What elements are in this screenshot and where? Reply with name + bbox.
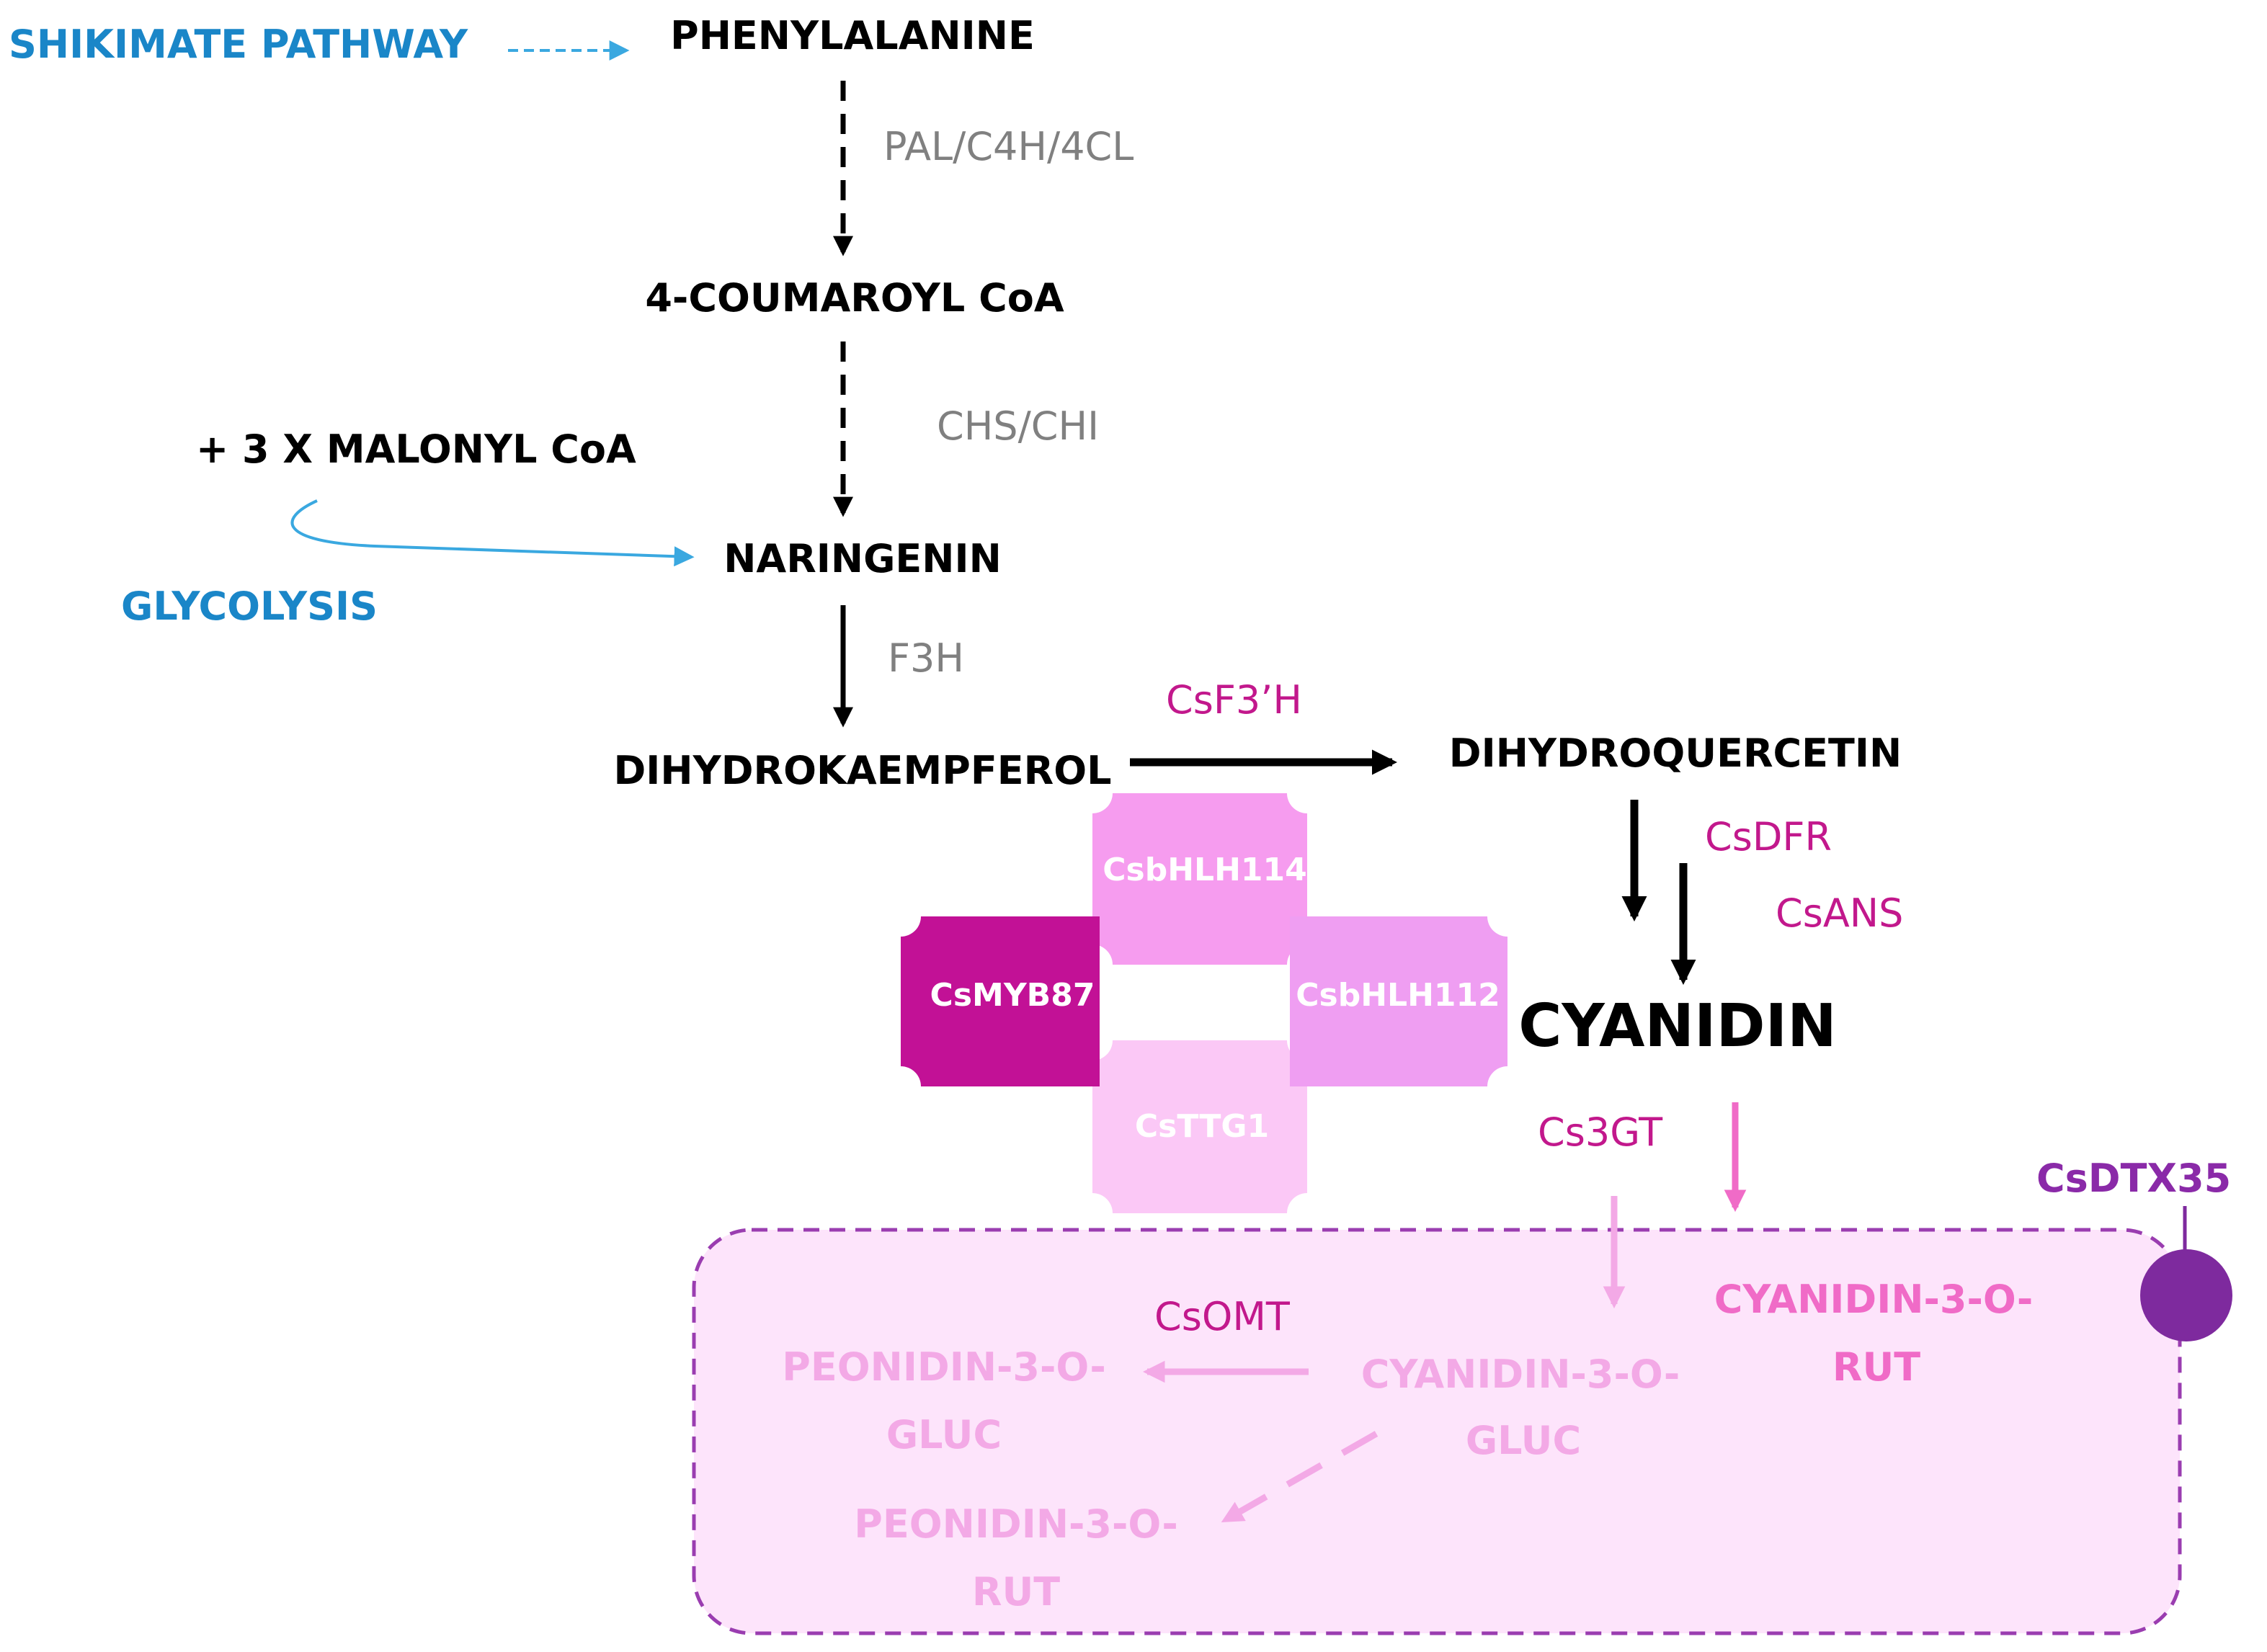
metabolite-cyanidin: CYANIDIN [1518, 992, 1837, 1061]
cyanidin-rut-line-2: RUT [1832, 1344, 1920, 1390]
tf-ttg1-label: CsTTG1 [1135, 1108, 1269, 1145]
tf-bhlh112-block [1290, 916, 1507, 1086]
source-glycolysis: GLYCOLYSIS [121, 584, 378, 629]
peonidin-gluc-line-1: PEONIDIN-3-O- [782, 1344, 1105, 1390]
cyanidin-gluc-line-1: CYANIDIN-3-O- [1361, 1352, 1680, 1397]
enzyme-cs3gt: Cs3GT [1538, 1109, 1663, 1155]
enzyme-f3h: F3H [888, 635, 964, 681]
tf-bhlh112-label: CsbHLH112 [1296, 977, 1500, 1014]
peonidin-gluc-line-2: GLUC [886, 1412, 1002, 1457]
vacuole-compartment [692, 1228, 2182, 1635]
enzyme-csf3h: CsF3’H [1166, 677, 1302, 723]
peonidin-rut-line-1: PEONIDIN-3-O- [854, 1501, 1177, 1547]
enzyme-chs-chi: CHS/CHI [937, 403, 1099, 449]
cyanidin-gluc-line-2: GLUC [1466, 1418, 1581, 1463]
transporter-csdtx35-icon [2140, 1249, 2232, 1341]
transporter-csdtx35-label: CsDTX35 [2036, 1156, 2231, 1201]
peonidin-rut-line-2: RUT [972, 1569, 1060, 1615]
metabolite-dihydroquercetin: DIHYDROQUERCETIN [1449, 731, 1902, 776]
tf-ttg1-block [1092, 1040, 1307, 1213]
metabolite-cyanidin-3-o-gluc: CYANIDIN-3-O- GLUC [1361, 1352, 1680, 1463]
cyanidin-rut-line-1: CYANIDIN-3-O- [1714, 1277, 2033, 1322]
tf-myb87-block [901, 916, 1100, 1086]
metabolite-naringenin: NARINGENIN [723, 536, 1002, 581]
enzyme-csdfr: CsDFR [1705, 814, 1832, 860]
tf-myb87-label: CsMYB87 [930, 977, 1095, 1014]
tf-bhlh114-block [1092, 793, 1307, 965]
enzyme-pal-c4h-4cl: PAL/C4H/4CL [883, 124, 1134, 169]
metabolite-peonidin-3-o-rut: PEONIDIN-3-O- RUT [854, 1501, 1177, 1615]
metabolite-dihydrokaempferol: DIHYDROKAEMPFEROL [613, 748, 1111, 793]
metabolite-cyanidin-3-o-rut: CYANIDIN-3-O- RUT [1714, 1277, 2033, 1390]
source-shikimate: SHIKIMATE PATHWAY [9, 22, 468, 67]
metabolite-peonidin-3-o-gluc: PEONIDIN-3-O- GLUC [782, 1344, 1105, 1457]
metabolite-coumaroyl-coa: 4-COUMAROYL CoA [645, 275, 1064, 321]
enzyme-csomt: CsOMT [1154, 1294, 1291, 1339]
metabolite-phenylalanine: PHENYLALANINE [670, 13, 1035, 58]
enzyme-csans: CsANS [1776, 890, 1903, 936]
mbw-complex: CsbHLH114 CsMYB87 CsbHLH112 CsTTG1 [901, 793, 1507, 1213]
tf-bhlh114-label: CsbHLH114 [1103, 852, 1307, 888]
source-malonyl: + 3 X MALONYL CoA [196, 427, 636, 472]
glycolysis-arrow [290, 499, 695, 567]
arrow-gluc-to-peonidin-rut [1221, 1431, 1379, 1523]
